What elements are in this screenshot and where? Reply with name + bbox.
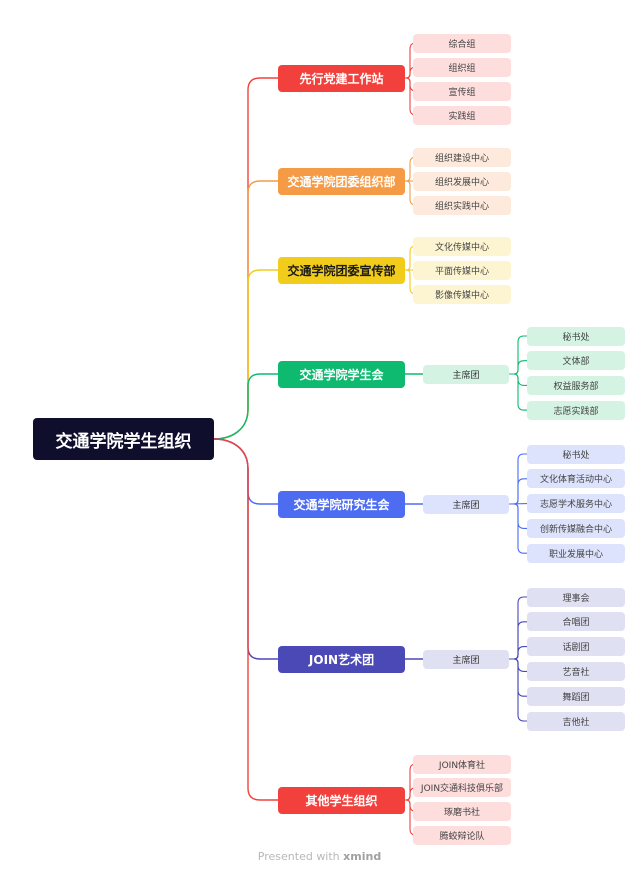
leaf-topic[interactable]: 志愿学术服务中心: [527, 494, 625, 514]
leaf-topic[interactable]: 舞蹈团: [527, 686, 625, 706]
leaf-topic[interactable]: 志愿实践部: [527, 400, 625, 420]
leaf-topic[interactable]: 组织组: [413, 57, 511, 77]
leaf-topic[interactable]: 琢磨书社: [413, 801, 511, 821]
leaf-topic[interactable]: 吉他社: [527, 711, 625, 731]
leaf-topic[interactable]: 创新传媒融合中心: [527, 518, 625, 538]
subtopic-chairman[interactable]: 主席团: [423, 649, 509, 669]
branch-topic[interactable]: 交通学院团委宣传部: [278, 256, 405, 284]
leaf-topic[interactable]: 平面传媒中心: [413, 260, 511, 280]
leaf-topic[interactable]: 文化体育活动中心: [527, 469, 625, 489]
branch-topic[interactable]: JOIN艺术团: [278, 645, 405, 673]
branch-topic[interactable]: 交通学院团委组织部: [278, 167, 405, 195]
branch-topic[interactable]: 其他学生组织: [278, 786, 405, 814]
leaf-topic[interactable]: 组织实践中心: [413, 195, 511, 215]
root-topic[interactable]: 交通学院学生组织: [33, 418, 214, 460]
subtopic-chairman[interactable]: 主席团: [423, 494, 509, 514]
leaf-topic[interactable]: 综合组: [413, 33, 511, 53]
leaf-topic[interactable]: 实践组: [413, 105, 511, 125]
leaf-topic[interactable]: 话剧团: [527, 637, 625, 657]
footer-brand: xmind: [343, 850, 382, 863]
leaf-topic[interactable]: 文体部: [527, 351, 625, 371]
leaf-topic[interactable]: 职业发展中心: [527, 543, 625, 563]
leaf-topic[interactable]: 宣传组: [413, 81, 511, 101]
leaf-topic[interactable]: 组织发展中心: [413, 171, 511, 191]
leaf-topic[interactable]: 文化传媒中心: [413, 236, 511, 256]
leaf-topic[interactable]: 秘书处: [527, 326, 625, 346]
branch-topic[interactable]: 先行党建工作站: [278, 64, 405, 92]
subtopic-chairman[interactable]: 主席团: [423, 364, 509, 384]
leaf-topic[interactable]: 腾蛟辩论队: [413, 825, 511, 845]
branch-topic[interactable]: 交通学院学生会: [278, 360, 405, 388]
leaf-topic[interactable]: 组织建设中心: [413, 147, 511, 167]
footer-credit: Presented with xmind: [0, 850, 639, 863]
leaf-topic[interactable]: JOIN体育社: [413, 754, 511, 774]
branch-topic[interactable]: 交通学院研究生会: [278, 490, 405, 518]
leaf-topic[interactable]: 合唱团: [527, 612, 625, 632]
leaf-topic[interactable]: 艺音社: [527, 661, 625, 681]
leaf-topic[interactable]: JOIN交通科技俱乐部: [413, 778, 511, 798]
leaf-topic[interactable]: 秘书处: [527, 444, 625, 464]
footer-prefix: Presented with: [257, 850, 344, 863]
leaf-topic[interactable]: 理事会: [527, 587, 625, 607]
leaf-topic[interactable]: 影像传媒中心: [413, 284, 511, 304]
leaf-topic[interactable]: 权益服务部: [527, 375, 625, 395]
